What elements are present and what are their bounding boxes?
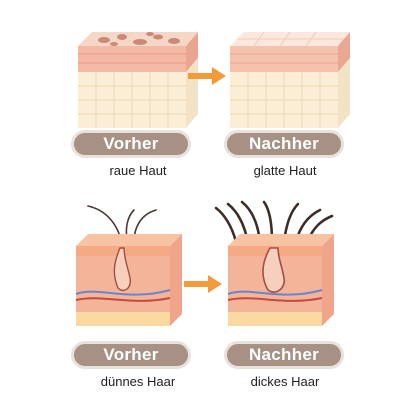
rough-skin-illustration bbox=[78, 32, 198, 128]
before-caption: raue Haut bbox=[109, 163, 167, 178]
thick-hair-illustration bbox=[214, 200, 334, 326]
after-caption: dickes Haar bbox=[250, 374, 320, 389]
arrow-right-icon bbox=[188, 67, 226, 85]
before-label-badge: Vorher bbox=[71, 341, 191, 369]
arrow-right-icon bbox=[184, 275, 222, 293]
smooth-skin-illustration bbox=[230, 31, 350, 128]
after-caption: glatte Haut bbox=[253, 163, 317, 178]
after-label-badge: Nachher bbox=[224, 341, 344, 369]
after-label-badge: Nachher bbox=[224, 130, 344, 158]
before-caption: dünnes Haar bbox=[100, 374, 176, 389]
thin-hair-illustration bbox=[75, 205, 182, 326]
before-label-badge: Vorher bbox=[71, 130, 191, 158]
